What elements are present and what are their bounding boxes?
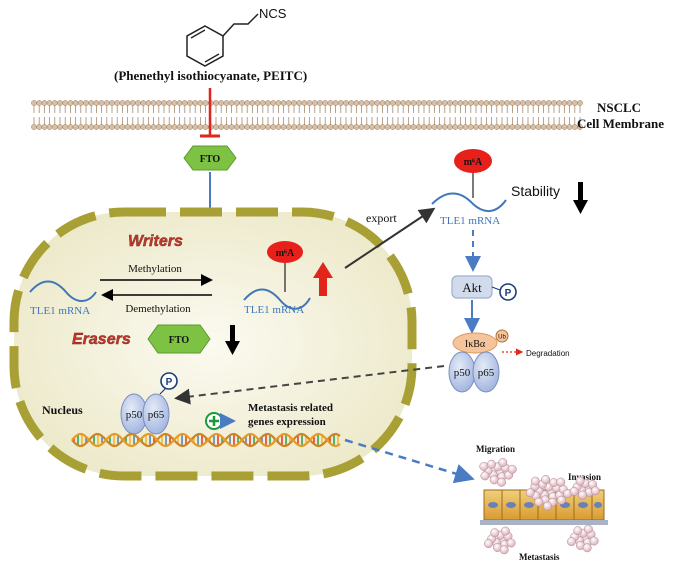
- down-arrow-icon: [225, 325, 240, 355]
- nfkb-nucleus-complex: p50 p65 P: [120, 372, 178, 435]
- m6a-nucleus-label: m⁶A: [276, 248, 295, 259]
- fto-top-badge: FTO: [183, 145, 237, 171]
- invasion-label: Invasion: [568, 472, 601, 482]
- phospho-nucleus-label: P: [166, 377, 173, 388]
- fto-top-label: FTO: [200, 154, 221, 165]
- akt-label: Akt: [462, 280, 482, 295]
- genes-to-metastasis-arrow: [344, 438, 475, 484]
- akt-protein: Akt P: [451, 275, 517, 301]
- migration-label: Migration: [476, 444, 515, 454]
- methylation-label: Methylation: [128, 263, 182, 275]
- cell-membrane: [31, 100, 583, 130]
- compound-name: (Phenethyl isothiocyanate, PEITC): [114, 68, 307, 83]
- genes-label-line2: genes expression: [248, 416, 326, 428]
- membrane-label-cell-membrane: Cell Membrane: [577, 116, 664, 131]
- erasers-label: Erasers: [72, 331, 131, 348]
- fto-nucleus-badge: FTO: [147, 324, 211, 354]
- tle1-mrna-wave-left: [29, 280, 97, 302]
- m6a-nucleus-badge: [267, 241, 303, 263]
- plus-icon: [205, 412, 236, 430]
- phospho-akt-label: P: [505, 288, 512, 299]
- nucleus-label: Nucleus: [42, 403, 83, 417]
- export-arrow: [344, 207, 436, 269]
- degradation-label: Degradation: [526, 349, 570, 358]
- m6a-cytoplasm-label: m⁶A: [464, 157, 483, 168]
- ub-label: Ub: [498, 335, 506, 341]
- p50-cytoplasm-label: p50: [454, 367, 471, 379]
- writers-label: Writers: [128, 233, 183, 250]
- p65-cytoplasm-label: p65: [478, 367, 495, 379]
- fto-nucleus-label: FTO: [169, 335, 190, 346]
- tle1-mrna-wave-cytoplasm: [431, 192, 507, 212]
- nfkb-translocation-arrow: [174, 365, 445, 405]
- stability-label: Stability: [511, 183, 560, 199]
- ncs-group-label: NCS: [259, 6, 287, 21]
- dna-double-helix: [71, 432, 341, 448]
- up-arrow-icon: [313, 262, 333, 296]
- nucleus-body: [9, 207, 417, 481]
- p65-nucleus-label: p65: [148, 409, 165, 421]
- tle1-mrna-cytoplasm-label: TLE1 mRNA: [440, 215, 500, 227]
- metastasis-label: Metastasis: [519, 552, 560, 562]
- m6a-cytoplasm-badge: [454, 149, 492, 173]
- tumor-cell-clusters: [479, 458, 600, 555]
- stability-down-arrow-icon: [573, 182, 588, 214]
- demethylation-label: Demethylation: [125, 303, 191, 315]
- ikba-label: IκBα: [465, 339, 486, 350]
- tle1-mrna-left-label: TLE1 mRNA: [30, 305, 90, 317]
- inhibition-arrow: [200, 88, 220, 138]
- genes-label-line1: Metastasis related: [248, 402, 333, 414]
- tle1-mrna-right-label: TLE1 mRNA: [244, 304, 304, 316]
- p50-nucleus-label: p50: [126, 409, 143, 421]
- peitc-structure: NCS: [186, 6, 287, 67]
- membrane-label-nsclc: NSCLC: [597, 100, 641, 115]
- tle1-mrna-wave-right: [243, 288, 311, 310]
- ikb-nfkb-complex: IκBα Ub p50 p65: [448, 329, 509, 393]
- export-label: export: [366, 211, 397, 225]
